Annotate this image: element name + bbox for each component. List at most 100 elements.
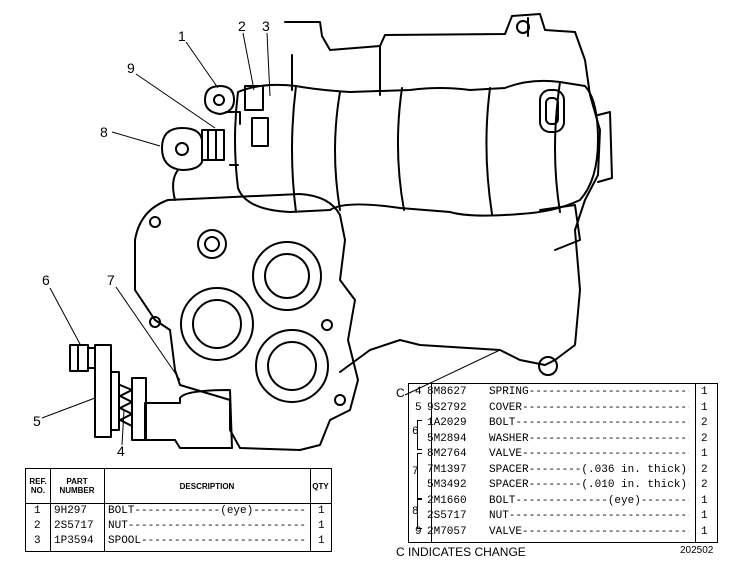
table-row: 4 8M8627 SPRING-------------------------… — [409, 386, 717, 402]
callout-4: 4 — [117, 443, 125, 459]
part-number: 8M2764 — [427, 448, 467, 460]
header-desc: DESCRIPTION — [179, 481, 235, 491]
table-row: 5 9S2792 COVER--------------------------… — [409, 402, 717, 418]
description: SPACER--------(.036 in. thick)----- — [489, 463, 689, 476]
bolt-hole — [321, 319, 333, 331]
end-cap — [597, 111, 613, 183]
part-number: 5M2894 — [427, 432, 467, 445]
qty: 1 — [701, 494, 708, 507]
table-row: 5M3492 SPACER--------(.010 in. thick)---… — [409, 479, 717, 495]
part-number: 2M1660 — [427, 494, 467, 507]
header-part: PART NUMBER — [59, 477, 95, 495]
table-header: REF. NO. PART NUMBER DESCRIPTION QTY — [26, 469, 331, 504]
ref-no: 1 — [34, 505, 41, 517]
mount-hole — [516, 20, 530, 34]
callout-7: 7 — [107, 272, 115, 288]
part-number: 2M7057 — [427, 525, 467, 538]
spool-barrel — [234, 79, 599, 217]
change-marker: C — [396, 386, 405, 400]
qty: 1 — [701, 510, 708, 522]
header-qty: QTY — [312, 481, 329, 491]
part-number: 1P3594 — [54, 535, 94, 547]
parts-table-left: REF. NO. PART NUMBER DESCRIPTION QTY 1 9… — [25, 468, 332, 552]
part-number: 5M3492 — [427, 479, 467, 491]
divider — [695, 384, 696, 542]
table-row: 9 2M7057 VALVE--------------------------… — [409, 526, 717, 542]
callout-2: 2 — [238, 18, 246, 34]
qty: 1 — [701, 448, 708, 460]
table-row: 7M1397 SPACER--------(.036 in. thick)---… — [409, 464, 717, 480]
group-brace — [417, 420, 422, 450]
description: BOLT-------------(eye)------------------… — [108, 505, 306, 517]
qty: 1 — [318, 505, 325, 517]
table-row: 2 2S5717 NUT----------------------------… — [26, 520, 331, 535]
callout-3: 3 — [262, 18, 270, 34]
spring-4 — [119, 384, 133, 427]
qty: 1 — [701, 525, 708, 538]
description: BOLT--------------(eye)------------ — [489, 494, 689, 507]
bolt-hole — [334, 394, 346, 406]
description: NUT-------------------------------- — [489, 510, 689, 522]
part-number: 9S2792 — [427, 401, 467, 414]
qty: 1 — [318, 535, 325, 547]
description: WASHER----------------------------- — [489, 432, 689, 445]
ref-no: 4 — [415, 386, 422, 398]
table-row: 2S5717 NUT------------------------------… — [409, 510, 717, 526]
part-number: 2S5717 — [54, 520, 94, 532]
table-row: 3 1P3594 SPOOL--------------------------… — [26, 535, 331, 550]
mount-hole — [538, 356, 558, 376]
part-number: 1A2029 — [427, 417, 467, 429]
divider — [104, 469, 105, 551]
description: BOLT------------------------------- — [489, 417, 689, 429]
divider — [50, 469, 51, 551]
callout-8: 8 — [100, 124, 108, 140]
group-ref: 8 — [412, 506, 419, 518]
description: SPACER--------(.010 in. thick)----- — [489, 479, 689, 491]
qty: 2 — [701, 417, 708, 429]
ref-no: 3 — [34, 535, 41, 547]
table-row: 5M2894 WASHER---------------------------… — [409, 433, 717, 449]
group-brace — [417, 453, 422, 499]
valve-body — [134, 193, 359, 451]
ref-no: 2 — [34, 520, 41, 532]
description: NUT-------------------------------------… — [108, 520, 306, 532]
rear-housing — [284, 13, 601, 373]
eye-bolt-1 — [204, 85, 235, 115]
table-row: 8M2764 VALVE----------------------------… — [409, 448, 717, 464]
port — [180, 287, 254, 361]
callout-1: 1 — [178, 28, 186, 44]
group-ref: 7 — [412, 466, 419, 478]
qty: 1 — [701, 401, 708, 414]
table-row: 1 9H297 BOLT-------------(eye)----------… — [26, 505, 331, 520]
cover-plate — [110, 371, 120, 431]
callout-6: 6 — [42, 272, 50, 288]
group-ref: 6 — [412, 426, 419, 438]
description: SPRING----------------------------- — [489, 386, 689, 398]
callout-5: 5 — [33, 413, 41, 429]
ref-no: 5 — [415, 401, 422, 414]
description: VALVE------------------------------ — [489, 448, 689, 460]
qty: 1 — [701, 386, 708, 398]
plug — [197, 229, 227, 259]
table-row: 1A2029 BOLT-----------------------------… — [409, 417, 717, 433]
bolt-hole — [149, 316, 161, 328]
parts-table-right: 6 7 8 4 8M8627 SPRING-------------------… — [408, 383, 718, 543]
figure-number: 202502 — [680, 545, 714, 556]
part-number: 7M1397 — [427, 463, 467, 476]
part-number: 8M8627 — [427, 386, 467, 398]
divider — [431, 384, 432, 542]
group-brace — [417, 499, 422, 529]
ref-no: 9 — [415, 525, 422, 538]
part-number: 9H297 — [54, 505, 88, 517]
qty: 2 — [701, 479, 708, 491]
qty: 2 — [701, 463, 708, 476]
table-row: 2M1660 BOLT--------------(eye)----------… — [409, 495, 717, 511]
description: COVER------------------------------ — [489, 401, 689, 414]
spool-end — [144, 389, 233, 449]
bolt-hole — [149, 216, 161, 228]
change-note: C INDICATES CHANGE — [396, 545, 526, 559]
qty: 1 — [318, 520, 325, 532]
qty: 2 — [701, 432, 708, 445]
